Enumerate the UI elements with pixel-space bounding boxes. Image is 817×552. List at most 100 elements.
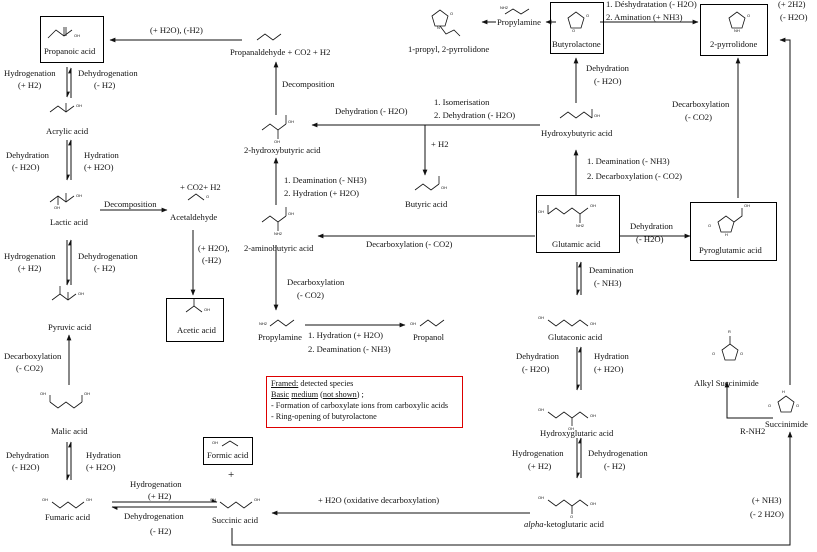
pyruvic-acid-structure — [51, 293, 77, 301]
rxn-minus-h2-3: (- H2) — [150, 526, 172, 536]
arrow-succinic-to-succinimide — [231, 431, 793, 546]
label-butyrolactone: Butyrolactone — [552, 39, 601, 49]
atom-nh2-propylamine: NH2 — [259, 321, 268, 326]
legend-semicolon: ; — [359, 390, 364, 399]
label-1-propyl-2-pyrrolidone: 1-propyl, 2-pyrrolidone — [408, 44, 490, 54]
label-acetic-acid: Acetic acid — [177, 325, 216, 335]
label-hydroxybutyric-acid: Hydroxybutyric acid — [541, 128, 613, 138]
legend-basic: Basic — [271, 390, 290, 399]
rxn-minus-co2-1: (- CO2) — [16, 363, 43, 373]
legend-medium: medium — [291, 390, 319, 399]
atom-o-alkyl-1: O — [712, 351, 716, 356]
label-pyroglutamic-acid: Pyroglutamic acid — [699, 245, 762, 255]
glutamic-acid-structure — [547, 207, 589, 215]
propanoic-acid-structure — [47, 29, 73, 39]
atom-nh-2pyrrolidone: NH — [734, 28, 740, 33]
atom-oh-succinic-1: OH — [210, 497, 216, 502]
atom-h-succinimide: H — [782, 389, 785, 394]
atom-o-succinimide-1: O — [768, 403, 772, 408]
atom-oh-glutaconic-1: OH — [538, 315, 544, 320]
atom-oh-malic-1: OH — [40, 391, 46, 396]
atom-oh-2hba: OH — [288, 119, 294, 124]
atom-o-akg: O — [570, 514, 574, 519]
rxn-decarboxylation-1: Decarboxylation — [4, 351, 62, 361]
atom-oh-lactic: OH — [76, 193, 82, 198]
rxn-plus-2h2: (+ 2H2) — [778, 0, 806, 9]
atom-o-alkyl-2: O — [740, 351, 744, 356]
arrow-succinimide-to-2pyrrolidone — [779, 37, 791, 385]
legend-item-2: - Ring-opening of butyrolactone — [271, 412, 377, 421]
rxn-hydration-3: Hydration — [594, 351, 629, 361]
formic-acid-structure — [221, 440, 239, 447]
acetaldehyde-structure — [187, 193, 205, 201]
atom-oh-fumaric-1: OH — [42, 497, 48, 502]
1p2p-structure — [431, 9, 449, 27]
rxn-minus-co2-3: (- CO2) — [685, 112, 712, 122]
propanaldehyde-structure — [256, 33, 282, 41]
akg-structure — [547, 499, 589, 507]
rxn-hydration-1: Hydration — [84, 150, 119, 160]
atom-nh2-2aba: NH2 — [274, 231, 283, 236]
atom-oh-2aba: OH — [288, 211, 294, 216]
atom-o-1p2p: O — [450, 11, 454, 16]
label-acrylic-acid: Acrylic acid — [46, 126, 89, 136]
label-pyruvic-acid: Pyruvic acid — [48, 322, 92, 332]
rxn-minus-h2o-top: (- H2O) — [780, 12, 808, 22]
rxn-plus-h2o-3: (+ H2O) — [594, 364, 624, 374]
rxn-h2o-minus-h2: (+ H2O), (-H2) — [150, 25, 203, 35]
atom-nh2-glutamic: NH2 — [576, 223, 585, 228]
propylamine-left-structure — [269, 319, 295, 327]
rxn-dehydration-4: Dehydration — [630, 221, 673, 231]
atom-oh-akg-2: OH — [590, 501, 596, 506]
label-formic-acid: Formic acid — [207, 450, 249, 460]
pyroglutamic-structure — [717, 215, 735, 233]
atom-o-pyroglutamic: O — [708, 223, 712, 228]
rxn-minus-co2-2: (- CO2) — [297, 290, 324, 300]
rxn-h2o-h2-paren-1: (+ H2O), — [198, 243, 230, 253]
atom-oh-formic: OH — [212, 440, 218, 445]
atom-oh-hga-2: OH — [590, 413, 596, 418]
legend-line-framed: Framed: detected species — [271, 379, 353, 388]
rxn-r-nh2: R-NH2 — [740, 426, 766, 436]
rxn-minus-h2-4: (- H2) — [604, 461, 626, 471]
rxn-plus-h2o-2: (+ H2O) — [86, 462, 116, 472]
rxn-deamination: Deamination — [589, 265, 634, 275]
plus-sign: + — [228, 469, 235, 481]
rxn-dehydration-5: Dehydration — [516, 351, 559, 361]
atom-r-alkyl: R — [728, 329, 731, 334]
rxn-dehydrogenation-2: Dehydrogenation — [78, 251, 138, 261]
rxn-decarboxylation-2: Decarboxylation — [287, 277, 345, 287]
label-propanol: Propanol — [413, 332, 445, 342]
label-alkyl-succinimide: Alkyl Succinimide — [694, 378, 759, 388]
atom-oh-malic-2: OH — [84, 391, 90, 396]
label-hydroxyglutaric-acid: Hydroxyglutaric acid — [540, 428, 614, 438]
molecule-structures — [47, 8, 795, 514]
atom-o-2pyrrolidone: O — [747, 13, 751, 18]
rxn-minus-nh3: (- NH3) — [594, 278, 622, 288]
rxn-deamination-step2: 2. Deamination (- NH3) — [308, 344, 391, 354]
legend-framed: Framed: — [271, 379, 299, 388]
rxn-decarboxylation-step2: 2. Decarboxylation (- CO2) — [587, 171, 682, 181]
legend-not-shown: not shown — [322, 390, 357, 399]
rxn-hydration-step1: 1. Hydration (+ H2O) — [308, 330, 384, 340]
rxn-hydration-step2: 2. Hydration (+ H2O) — [284, 188, 360, 198]
frame-formic-acid — [203, 437, 253, 465]
rxn-hydration-2: Hydration — [86, 450, 121, 460]
lactic-acid-structure — [49, 195, 75, 203]
glutaconic-acid-structure — [547, 319, 589, 327]
rxn-deamination-step1b: 1. Deamination (- NH3) — [587, 156, 670, 166]
label-propylamine-left: Propylamine — [258, 332, 302, 342]
hba-structure — [559, 111, 593, 119]
label-succinic-acid: Succinic acid — [212, 515, 259, 525]
legend-box: Framed: detected species Basic medium (n… — [266, 376, 463, 428]
atom-oh-fumaric-2: OH — [86, 497, 92, 502]
rxn-h2o-h2-paren-2: (-H2) — [202, 255, 222, 265]
label-butyric-acid: Butyric acid — [405, 199, 448, 209]
rxn-dehydration-3: Dehydration — [586, 63, 629, 73]
atom-o-butyrolactone: O — [586, 13, 590, 18]
rxn-minus-h2o-3: (- H2O) — [594, 76, 622, 86]
rxn-minus-h2o-1: (- H2O) — [12, 162, 40, 172]
frame-butyrolactone — [550, 2, 604, 54]
atom-oh-2hba-2: OH — [274, 139, 280, 144]
